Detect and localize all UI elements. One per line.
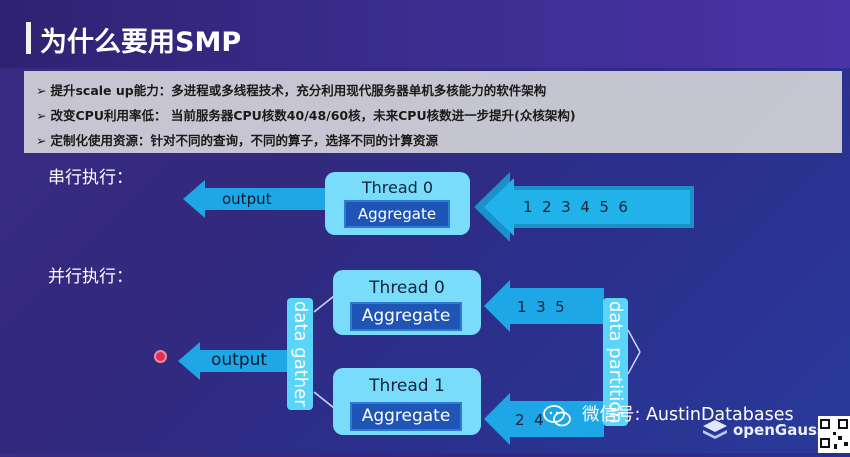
serial-thread-name: Thread 0	[361, 178, 434, 197]
slide-title: 为什么要用SMP	[40, 27, 242, 58]
serial-aggregate-box: Aggregate	[344, 200, 450, 228]
laser-pointer-dot	[156, 352, 165, 361]
thread1-name: Thread 1	[369, 376, 445, 396]
data-gather-label: data gather	[290, 301, 311, 407]
parallel-thread0-box: Thread 0 Aggregate	[333, 270, 481, 335]
partition0-values: 1 3 5	[517, 298, 565, 316]
serial-thread-box: Thread 0 Aggregate	[325, 172, 470, 235]
parallel-thread1-box: Thread 1 Aggregate	[333, 368, 481, 435]
qr-code	[818, 416, 850, 453]
data-gather-box: data gather	[287, 298, 313, 410]
bullet-item: ➢提升scale up能力：多进程或多线程技术，充分利用现代服务器单机多核能力的…	[36, 83, 547, 98]
parallel-output-label: output	[211, 350, 268, 370]
data-partition-box: data partition	[603, 298, 628, 426]
serial-input-arrow	[474, 172, 694, 242]
thread0-name: Thread 0	[369, 278, 445, 298]
data-partition-label: data partition	[605, 300, 626, 424]
title-accent-bar	[26, 22, 31, 54]
thread0-aggregate-box: Aggregate	[350, 302, 462, 331]
wechat-icon	[543, 405, 571, 427]
opengauss-brand: openGauss	[733, 421, 826, 439]
thread1-aggregate-box: Aggregate	[350, 402, 462, 431]
partition1-input-arrow	[484, 393, 604, 445]
opengauss-logo-icon	[703, 420, 727, 439]
top-banner	[0, 0, 850, 68]
parallel-output-arrow	[178, 342, 288, 380]
bullet-panel: ➢提升scale up能力：多进程或多线程技术，充分利用现代服务器单机多核能力的…	[24, 71, 842, 153]
bullet-item: ➢改变CPU利用率低： 当前服务器CPU核数40/48/60核，未来CPU核数进…	[36, 108, 576, 123]
serial-input-values: 1 2 3 4 5 6	[523, 198, 628, 216]
serial-output-label: output	[222, 190, 272, 208]
parallel-label: 并行执行：	[48, 267, 133, 287]
partition1-values: 2 4	[515, 411, 544, 429]
wechat-watermark: 微信号: AustinDatabases	[582, 405, 794, 425]
serial-label: 串行执行：	[48, 168, 133, 188]
partition0-input-arrow	[484, 280, 604, 332]
bullet-item: ➢定制化使用资源：针对不同的查询，不同的算子，选择不同的计算资源	[36, 133, 438, 148]
serial-output-arrow	[183, 180, 333, 218]
